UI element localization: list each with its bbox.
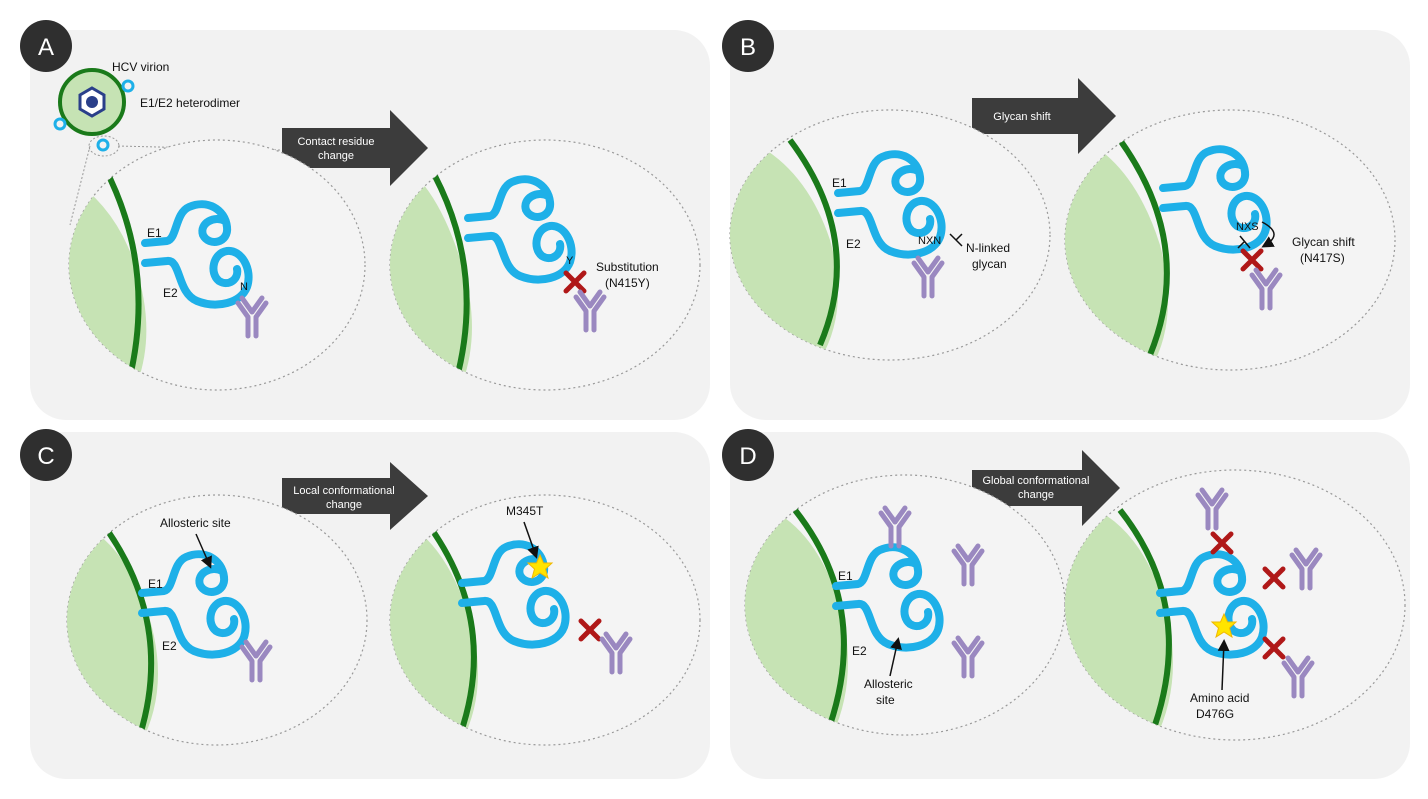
panel-d-arrow-label-1: Global conformational [982,475,1089,487]
e1-label: E1 [147,226,162,240]
pointer-arrow-icon [195,533,212,569]
panel-d-badge [722,429,774,481]
panel-a-letter: A [38,34,54,61]
panel-b-arrow-label: Glycan shift [993,111,1050,123]
glycan-shift-label-2: (N417S) [1300,251,1345,265]
glycan-icon [949,233,963,247]
glycan-motif-label: NXN [918,235,941,247]
e2-label: E2 [162,639,177,653]
pointer-arrow-icon [889,637,902,677]
panel-a-before: E1 E2 N [68,139,366,391]
n-linked-label-2: glycan [972,257,1007,271]
residue-label: N [240,281,248,293]
pointer-arrow-icon [523,521,539,559]
pointer-arrow-icon [1217,639,1230,691]
e1-label: E1 [832,176,847,190]
amino-acid-label-1: Amino acid [1190,691,1249,705]
panel-c-arrow-label-1: Local conformational [293,485,395,497]
shift-arrow-icon [1261,221,1275,248]
panel-d-arrow-label-2: change [1018,489,1054,501]
hcv-virion-label: HCV virion [112,60,169,74]
hcv-virion [53,68,281,226]
e2-label: E2 [846,237,861,251]
allosteric-site-label: Allosteric site [160,516,231,530]
panel-b-arrow: Glycan shift [972,78,1116,154]
panel-d-letter: D [739,443,756,470]
panel-c-arrow-label-2: change [326,499,362,511]
glycan-shift-label-1: Glycan shift [1292,235,1355,249]
panel-c: Local conformational change E1 E2 Allost… [20,429,710,779]
panel-d-arrow: Global conformational change [972,450,1120,526]
panel-a-arrow: Contact residue change [282,110,428,186]
substitution-label-1: Substitution [596,260,659,274]
glycan-icon [1237,235,1251,249]
panel-a-arrow-label-2: change [318,150,354,162]
panel-b: Glycan shift E1 E2 NXN N-linked glycan [722,20,1410,420]
heterodimer-label: E1/E2 heterodimer [140,96,240,110]
panel-d: Global conformational change E1 E2 Allos… [722,429,1410,779]
panel-b-badge [722,20,774,72]
e1-label: E1 [148,577,163,591]
mutation-label: M345T [506,504,544,518]
panel-c-arrow: Local conformational change [282,462,428,530]
e2-label: E2 [163,286,178,300]
panel-a-arrow-label-1: Contact residue [297,136,374,148]
residue-label: Y [566,255,574,267]
allosteric-site-label-1: Allosteric [864,677,913,691]
panel-b-letter: B [740,34,756,61]
e1-label: E1 [838,569,853,583]
e2-label: E2 [852,644,867,658]
heterodimer-icon [53,79,135,152]
n-linked-label-1: N-linked [966,241,1010,255]
panel-a-badge [20,20,72,72]
panel-c-letter: C [37,443,54,470]
glycan-motif-label: NXS [1236,221,1259,233]
substitution-label-2: (N415Y) [605,276,650,290]
panel-a: HCV virion E1/E2 heterodimer Contact res… [20,20,710,420]
amino-acid-label-2: D476G [1196,707,1234,721]
allosteric-site-label-2: site [876,693,895,707]
panel-d-after: Amino acid D476G [1064,469,1406,741]
panel-c-badge [20,429,72,481]
